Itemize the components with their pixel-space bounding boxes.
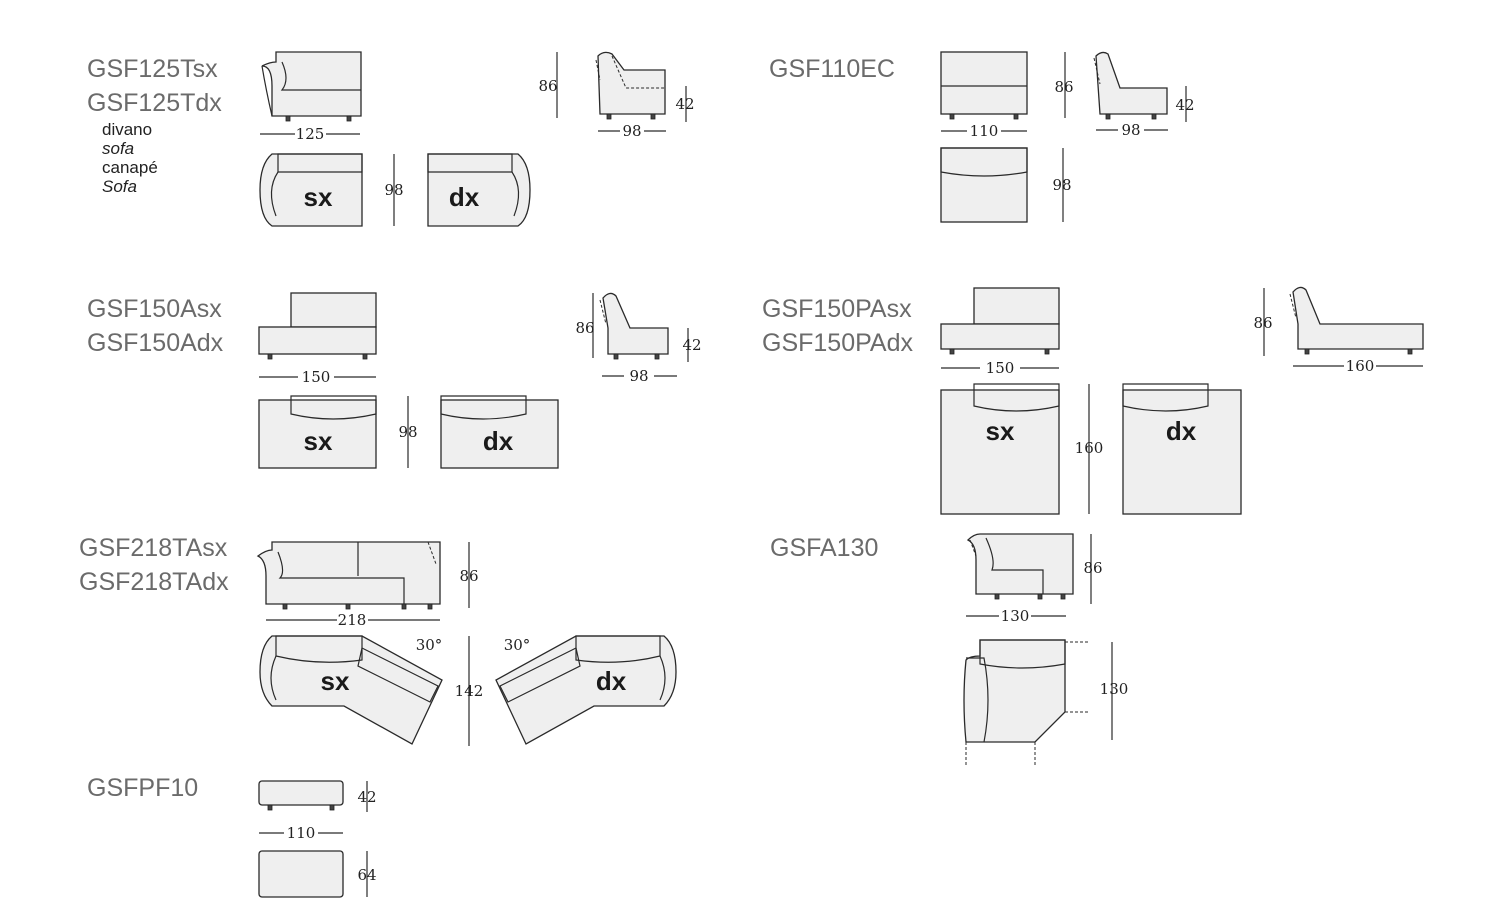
gsf150pa-front-view <box>940 287 1060 355</box>
dim-gsf150pa-height: 86 <box>1253 314 1272 332</box>
dim-gsf150pa-plan: 160 <box>1075 439 1104 457</box>
dim-gsfpf10-plan: 64 <box>357 866 376 884</box>
dim-gsf150a-plan: 98 <box>398 423 417 441</box>
code-gsf110ec: GSF110EC <box>769 55 895 83</box>
code-gsf218tadx: GSF218TAdx <box>79 568 229 596</box>
gsf150a-side-view <box>599 292 669 360</box>
dim-gsf110-seat: 42 <box>1175 96 1194 114</box>
code-gsf150pasx: GSF150PAsx <box>762 295 912 323</box>
gsfpf10-front-view <box>258 780 344 811</box>
legend: divano sofa canapé Sofa <box>102 120 158 196</box>
gsf150a-front-view <box>258 292 377 360</box>
label-gsf150pa-dx: dx <box>1166 416 1197 446</box>
legend-de: Sofa <box>102 177 137 196</box>
gsf218-plan-dx: dx <box>495 635 677 745</box>
angle-gsf218-sx: 30° <box>416 636 443 654</box>
gsf218-front-view <box>256 541 441 610</box>
gsf150a-plan-sx: sx <box>258 395 377 469</box>
dim-gsf150pa-width: 150 <box>986 359 1015 377</box>
dim-gsf110-plan: 98 <box>1052 176 1071 194</box>
dim-gsf125-width: 125 <box>296 125 325 143</box>
label-gsf218-sx: sx <box>321 666 350 696</box>
code-gsf150asx: GSF150Asx <box>87 295 222 323</box>
gsf150pa-plan-dx: dx <box>1122 383 1242 515</box>
gsf150pa-side-view <box>1289 286 1424 355</box>
dim-gsf125-height: 86 <box>538 77 557 95</box>
gsf125-front-view <box>261 51 362 122</box>
dim-gsf110-depth: 98 <box>1121 121 1140 139</box>
gsf110-side-view <box>1093 51 1168 120</box>
code-gsf218tasx: GSF218TAsx <box>79 534 228 562</box>
code-gsf125tdx: GSF125Tdx <box>87 89 222 117</box>
dim-gsfpf10-width: 110 <box>287 824 316 842</box>
legend-it: divano <box>102 120 153 139</box>
dim-gsf150a-depth: 98 <box>629 367 648 385</box>
code-gsfa130: GSFA130 <box>770 534 879 562</box>
label-gsf218-dx: dx <box>596 666 627 696</box>
code-gsf150padx: GSF150PAdx <box>762 329 914 357</box>
gsfa130-plan-view <box>963 639 1088 766</box>
code-gsfpf10: GSFPF10 <box>87 774 199 802</box>
dim-gsf218-plan: 142 <box>455 682 484 700</box>
gsf150pa-plan-sx: sx <box>940 383 1060 515</box>
gsfpf10-plan-view <box>258 850 344 898</box>
dim-gsf150a-width: 150 <box>302 368 331 386</box>
dim-gsf110-height: 86 <box>1054 78 1073 96</box>
gsf125-side-view: 86 42 98 <box>538 51 695 140</box>
dim-gsf125-depth: 98 <box>622 122 641 140</box>
dim-gsf150a-height: 86 <box>575 319 594 337</box>
code-gsf150adx: GSF150Adx <box>87 329 224 357</box>
dim-gsf110-width: 110 <box>970 122 999 140</box>
gsf150a-plan-dx: dx <box>440 395 559 469</box>
label-gsf150a-sx: sx <box>304 426 333 456</box>
legend-fr: canapé <box>102 158 158 177</box>
dim-gsf218-height: 86 <box>459 567 478 585</box>
label-gsf125-dx: dx <box>449 182 480 212</box>
angle-gsf218-dx: 30° <box>504 636 531 654</box>
gsfa130-front-view <box>966 533 1074 600</box>
dim-gsfpf10-height: 42 <box>357 788 376 806</box>
gsf125-plan-dx: dx <box>427 153 531 227</box>
legend-en: sofa <box>102 139 135 158</box>
dim-gsfa130-width: 130 <box>1001 607 1030 625</box>
label-gsf150pa-sx: sx <box>986 416 1015 446</box>
dim-gsf125-plan: 98 <box>384 181 403 199</box>
gsf125-plan-sx: sx <box>259 153 363 227</box>
gsf110-front-view <box>940 51 1028 120</box>
dim-gsf150a-seat: 42 <box>682 336 701 354</box>
dim-gsf150pa-length: 160 <box>1346 357 1375 375</box>
gsf218-plan-sx: sx <box>259 635 443 745</box>
dim-gsf125-seat: 42 <box>675 95 694 113</box>
gsf110-plan-view <box>940 147 1028 223</box>
code-gsf125tsx: GSF125Tsx <box>87 55 218 83</box>
dim-gsfa130-plan: 130 <box>1100 680 1129 698</box>
label-gsf125-sx: sx <box>304 182 333 212</box>
label-gsf150a-dx: dx <box>483 426 514 456</box>
dim-gsf218-width: 218 <box>338 611 367 629</box>
dim-gsfa130-height: 86 <box>1083 559 1102 577</box>
